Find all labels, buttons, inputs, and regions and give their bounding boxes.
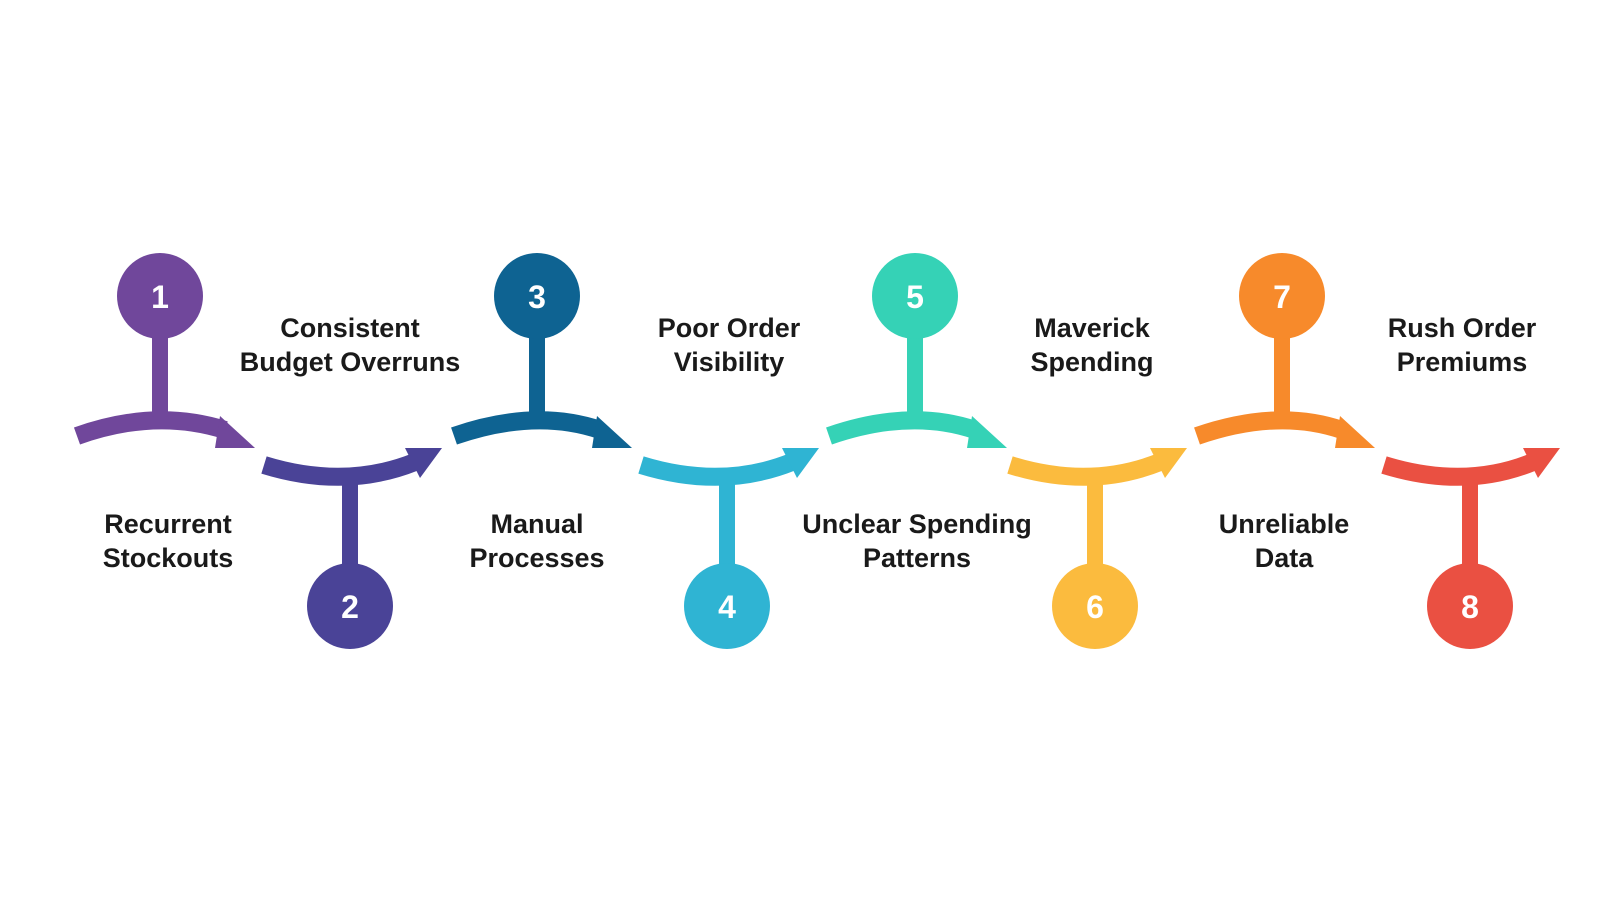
step-2-badge xyxy=(307,563,393,649)
step-4-badge xyxy=(684,563,770,649)
step-2-number: 2 xyxy=(341,589,359,625)
step-6: 6 Maverick Spending xyxy=(1007,313,1187,649)
step-6-number: 6 xyxy=(1086,589,1104,625)
step-8-connector xyxy=(1462,480,1478,590)
step-5-badge xyxy=(872,253,958,339)
step-5-arrow-body xyxy=(826,411,978,445)
step-4-connector xyxy=(719,480,735,590)
step-7-label-line2: Data xyxy=(1255,543,1315,573)
step-8: 8 Rush Order Premiums xyxy=(1381,313,1560,649)
step-3-arrow-head xyxy=(592,416,632,448)
step-6-label-line1: Maverick xyxy=(1034,313,1151,343)
step-5-number: 5 xyxy=(906,279,924,315)
step-6-connector xyxy=(1087,480,1103,590)
step-8-arrow-body xyxy=(1381,453,1537,486)
step-4-label-line1: Poor Order xyxy=(658,313,801,343)
step-2-connector xyxy=(342,480,358,590)
step-3-label-line1: Manual xyxy=(490,509,583,539)
step-7-arrow-body xyxy=(1194,411,1345,445)
step-6-label-line2: Spending xyxy=(1031,347,1154,377)
step-1-arrow-head xyxy=(215,416,255,448)
step-2-arrow-body xyxy=(261,453,419,486)
step-1-connector xyxy=(152,322,168,417)
step-4-arrow-head xyxy=(782,448,819,478)
step-8-label-line2: Premiums xyxy=(1397,347,1528,377)
step-6-arrow-head xyxy=(1150,448,1187,478)
step-7-arrow-head xyxy=(1335,416,1375,448)
step-4-number: 4 xyxy=(718,589,736,625)
step-5: 5 Unclear Spending Patterns xyxy=(802,253,1032,573)
step-3-label-line2: Processes xyxy=(469,543,604,573)
step-2-arrow-head xyxy=(405,448,442,478)
step-4-label-line2: Visibility xyxy=(674,347,785,377)
step-7-connector xyxy=(1274,322,1290,417)
step-7-number: 7 xyxy=(1273,279,1291,315)
step-2-label-line1: Consistent xyxy=(280,313,420,343)
step-3-badge xyxy=(494,253,580,339)
step-5-arrow-head xyxy=(967,416,1007,448)
step-1-badge xyxy=(117,253,203,339)
step-7-badge xyxy=(1239,253,1325,339)
step-1-arrow-body xyxy=(73,411,228,445)
step-1: 1 Recurrent Stockouts xyxy=(73,253,255,573)
step-8-arrow-head xyxy=(1523,448,1560,478)
step-8-number: 8 xyxy=(1461,589,1479,625)
step-1-label-line2: Stockouts xyxy=(103,543,234,573)
step-2-label-line2: Budget Overruns xyxy=(240,347,461,377)
step-3: 3 Manual Processes xyxy=(451,253,632,573)
step-7: 7 Unreliable Data xyxy=(1194,253,1375,573)
step-1-number: 1 xyxy=(151,279,169,315)
step-4-arrow-body xyxy=(638,453,796,486)
step-4: 4 Poor Order Visibility xyxy=(638,313,819,649)
step-3-number: 3 xyxy=(528,279,546,315)
step-6-badge xyxy=(1052,563,1138,649)
step-7-label-line1: Unreliable xyxy=(1219,509,1350,539)
step-3-arrow-body xyxy=(451,411,603,445)
step-3-connector xyxy=(529,322,545,417)
step-6-arrow-body xyxy=(1007,453,1164,486)
step-8-label-line1: Rush Order xyxy=(1388,313,1537,343)
step-1-label-line1: Recurrent xyxy=(104,509,232,539)
step-5-label-line2: Patterns xyxy=(863,543,971,573)
step-2: 2 Consistent Budget Overruns xyxy=(240,313,461,649)
step-5-label-line1: Unclear Spending xyxy=(802,509,1032,539)
step-8-badge xyxy=(1427,563,1513,649)
step-5-connector xyxy=(907,322,923,417)
